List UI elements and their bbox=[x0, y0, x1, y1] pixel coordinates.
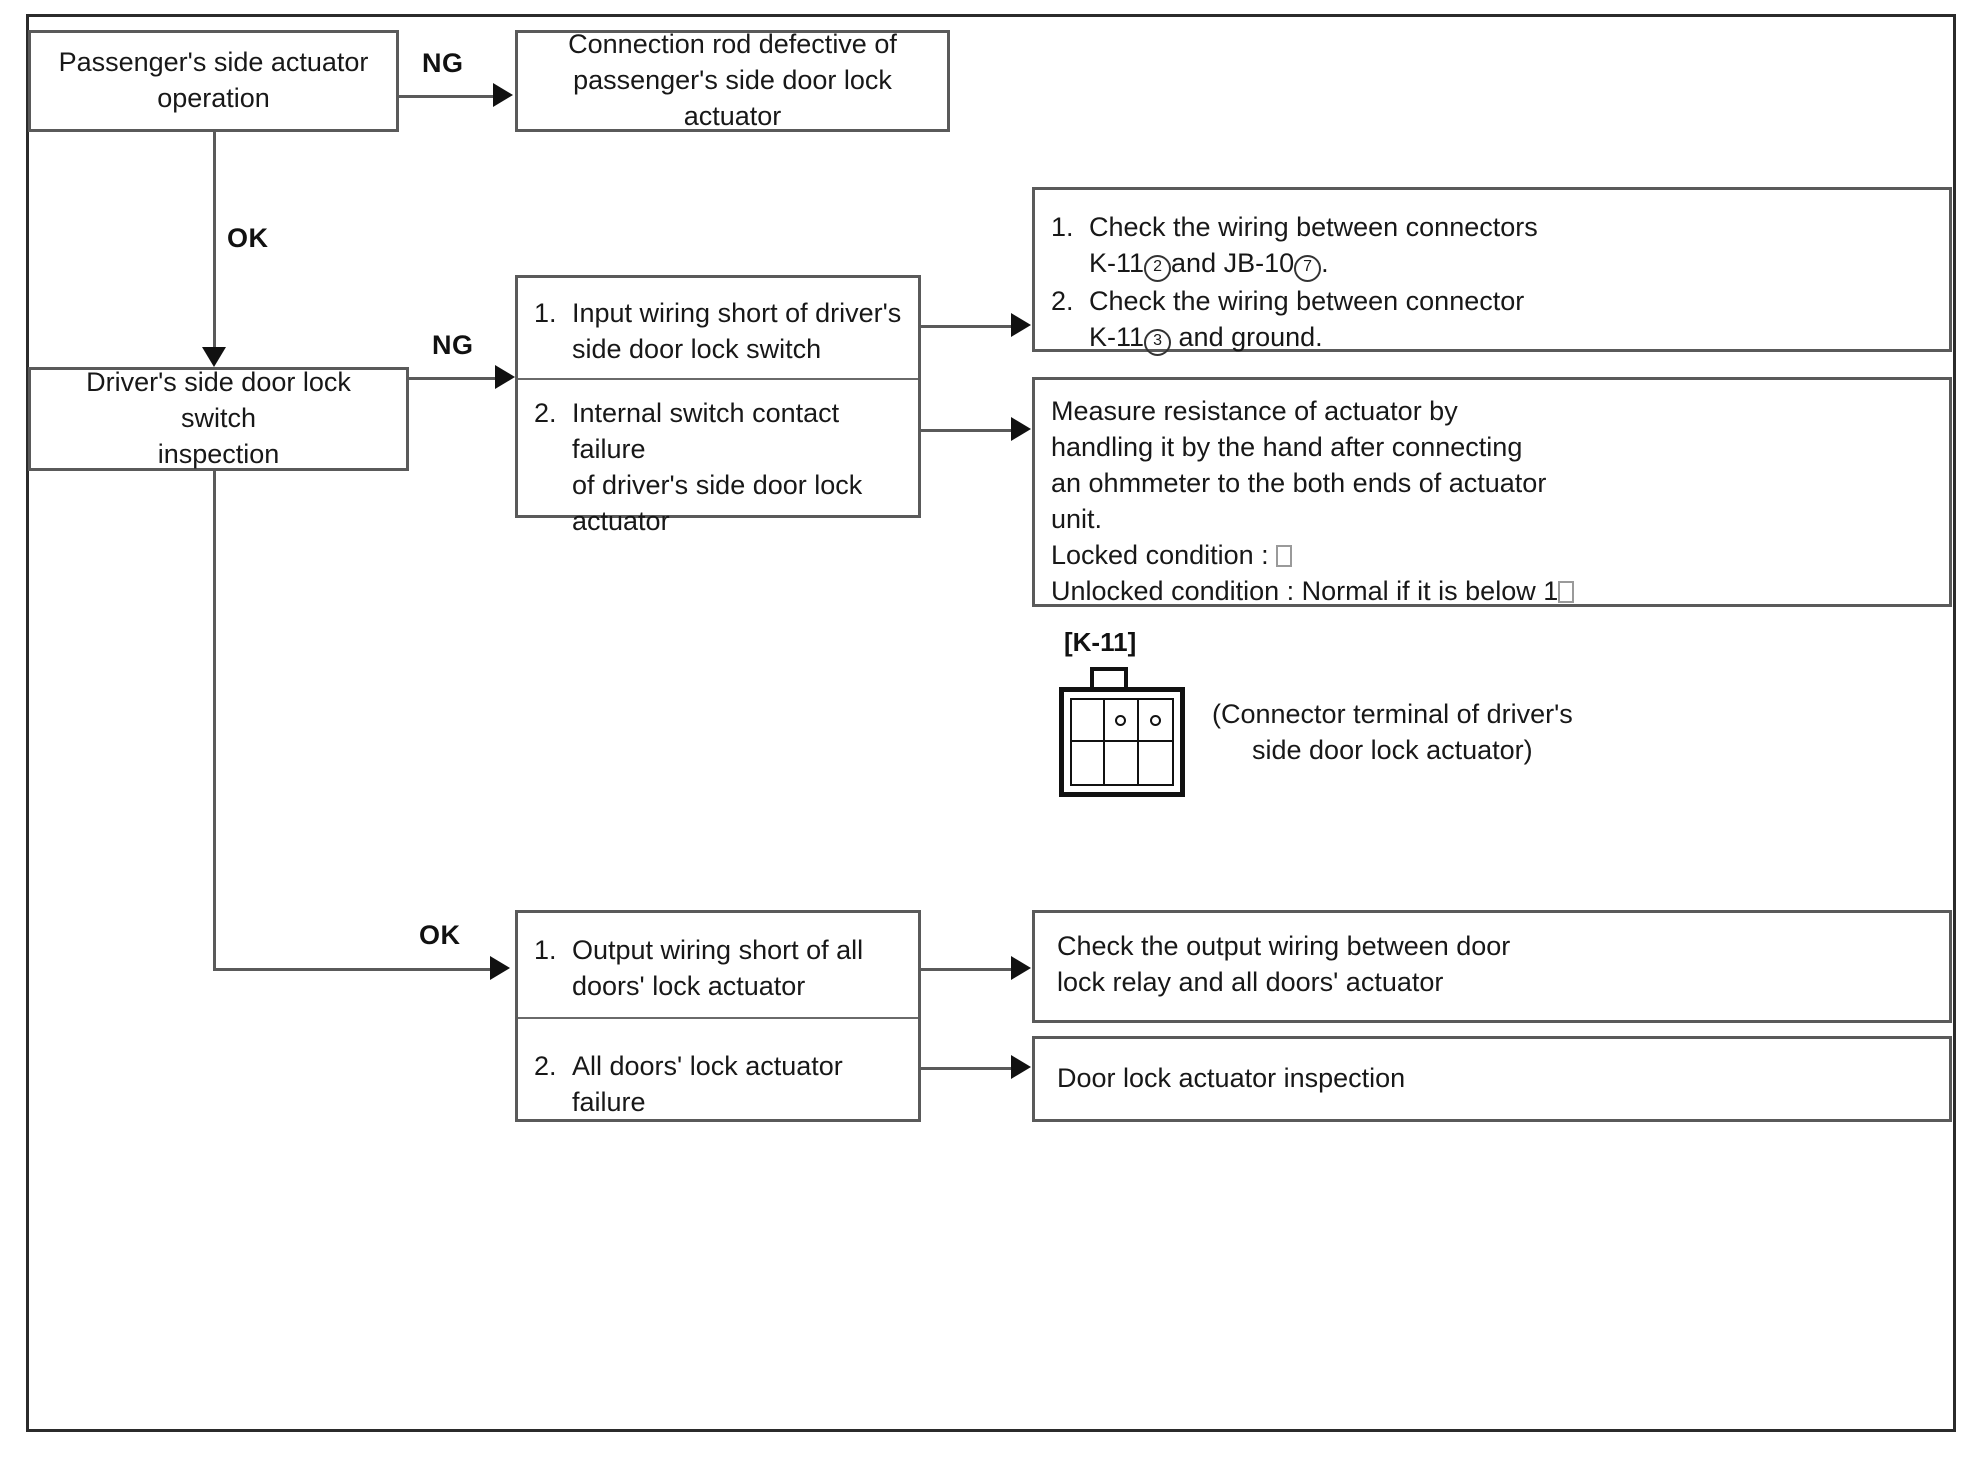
connector-pictogram: [K-11] (Connector terminal of driver's s… bbox=[1032, 627, 1932, 797]
connector-cell-r0c1 bbox=[1105, 700, 1139, 742]
edge-label-driver-ok: OK bbox=[419, 920, 461, 950]
ok-cause-2-line1: All doors' lock actuator failure bbox=[572, 1051, 843, 1117]
edge-driver-to-ng-causes bbox=[409, 377, 503, 380]
check-wiring-2-line1: Check the wiring between connector bbox=[1089, 285, 1525, 316]
circled-number-7: 7 bbox=[1294, 254, 1322, 282]
ng-cause-2-line3: actuator bbox=[572, 505, 670, 536]
driver-switch-line1: Driver's side door lock switch bbox=[86, 367, 351, 434]
ok-cause-2-number: 2. bbox=[534, 1051, 557, 1081]
connector-tag-k11: [K-11] bbox=[1064, 627, 1137, 657]
ok-cause-1-line1: Output wiring short of all bbox=[572, 935, 864, 965]
ohm-glyph-missing-icon-2 bbox=[1558, 580, 1575, 603]
node-connection-rod-defective: Connection rod defective of passenger's … bbox=[515, 29, 950, 132]
connector-caption-line2: side door lock actuator) bbox=[1252, 734, 1533, 765]
ng-cause-1-number: 1. bbox=[534, 298, 557, 328]
ohm-glyph-missing-icon bbox=[1276, 544, 1293, 567]
ng-cause-2-line2: of driver's side door lock bbox=[572, 469, 863, 500]
arrowhead-passenger-ok bbox=[202, 347, 226, 367]
measure-line3: an ohmmeter to the both ends of actuator bbox=[1051, 467, 1547, 498]
connector-cell-r1c0 bbox=[1072, 742, 1106, 784]
node-ok-causes: 1. Output wiring short of all doors' loc… bbox=[515, 910, 921, 1122]
ok-cause-item-1: 1. Output wiring short of all doors' loc… bbox=[518, 913, 918, 1019]
arrowhead-ok-cause1 bbox=[1011, 956, 1031, 980]
node-passenger-actuator-operation: Passenger's side actuator operation bbox=[28, 30, 399, 132]
passenger-actuator-line2: operation bbox=[157, 83, 270, 113]
check-output-line2: lock relay and all doors' actuator bbox=[1057, 966, 1444, 997]
connector-cell-r0c0 bbox=[1072, 700, 1106, 742]
check-wiring-2-number: 2. bbox=[1051, 285, 1074, 316]
measure-line4: unit. bbox=[1051, 503, 1103, 534]
passenger-actuator-line1: Passenger's side actuator bbox=[58, 47, 369, 78]
ng-cause-2-line1: Internal switch contact failure bbox=[572, 398, 840, 464]
connector-pin-dot-2 bbox=[1149, 714, 1161, 726]
node-ng-causes: 1. Input wiring short of driver's side d… bbox=[515, 275, 921, 536]
node-check-output-wiring: Check the output wiring between door loc… bbox=[1032, 910, 1952, 1023]
connector-caption: (Connector terminal of driver's side doo… bbox=[1212, 697, 1573, 769]
edge-ok-cause1-to-check-output bbox=[920, 968, 1018, 971]
ng-cause-1-line1: Input wiring short of driver's bbox=[572, 298, 902, 328]
connection-rod-line2: passenger's side door lock actuator bbox=[573, 65, 892, 131]
node-door-lock-actuator-inspection: Door lock actuator inspection bbox=[1032, 1036, 1952, 1122]
ok-cause-item-2: 2. All doors' lock actuator failure bbox=[518, 1019, 918, 1123]
node-check-wiring: 1. Check the wiring between connectors K… bbox=[1032, 187, 1952, 356]
edge-driver-ok-vertical bbox=[213, 470, 216, 970]
circled-number-3: 3 bbox=[1144, 328, 1172, 356]
node-measure-resistance: Measure resistance of actuator by handli… bbox=[1032, 377, 1952, 607]
edge-label-passenger-ok: OK bbox=[227, 223, 269, 253]
check-wiring-1-number: 1. bbox=[1051, 212, 1074, 242]
edge-driver-ok-horizontal bbox=[213, 968, 498, 971]
edge-cause1-to-check-wiring bbox=[920, 325, 1018, 328]
ng-cause-1-line2: side door lock switch bbox=[572, 333, 822, 364]
arrowhead-ok-cause2 bbox=[1011, 1055, 1031, 1079]
ng-cause-2-number: 2. bbox=[534, 398, 557, 428]
check-wiring-1-line1: Check the wiring between connectors bbox=[1089, 212, 1538, 242]
connector-pin-grid bbox=[1070, 698, 1174, 786]
ok-cause-1-line2: doors' lock actuator bbox=[572, 970, 806, 1001]
ok-cause-1-number: 1. bbox=[534, 935, 557, 965]
connector-housing bbox=[1059, 687, 1185, 797]
edge-passenger-to-connection-rod bbox=[399, 95, 501, 98]
edge-label-driver-ng: NG bbox=[432, 330, 474, 360]
arrowhead-driver-ok bbox=[490, 956, 510, 980]
connector-pin-dot-1 bbox=[1115, 714, 1127, 726]
ng-cause-item-1: 1. Input wiring short of driver's side d… bbox=[518, 278, 918, 380]
driver-switch-line2: inspection bbox=[157, 438, 280, 469]
connector-caption-line1: (Connector terminal of driver's bbox=[1212, 699, 1573, 729]
circled-number-2: 2 bbox=[1144, 254, 1172, 282]
measure-line1: Measure resistance of actuator by bbox=[1051, 396, 1458, 426]
connector-latch-tab bbox=[1090, 667, 1128, 689]
node-driver-switch-inspection: Driver's side door lock switch inspectio… bbox=[28, 367, 409, 471]
arrowhead-driver-ng bbox=[495, 365, 515, 389]
arrowhead-passenger-ng bbox=[493, 83, 513, 107]
arrowhead-cause1-check-wiring bbox=[1011, 313, 1031, 337]
check-output-line1: Check the output wiring between door bbox=[1057, 931, 1511, 961]
connector-cell-r1c2 bbox=[1139, 742, 1172, 784]
measure-locked-condition: Locked condition : bbox=[1051, 538, 1933, 574]
edge-label-passenger-ng: NG bbox=[422, 48, 464, 78]
connection-rod-line1: Connection rod defective of bbox=[568, 29, 897, 60]
measure-unlocked-condition: Unlocked condition : Normal if it is bel… bbox=[1051, 574, 1933, 610]
edge-cause2-to-measure-resistance bbox=[920, 429, 1018, 432]
arrowhead-cause2-measure bbox=[1011, 417, 1031, 441]
edge-passenger-ok-vertical bbox=[213, 131, 216, 353]
door-lock-inspection-line1: Door lock actuator inspection bbox=[1057, 1063, 1406, 1094]
edge-ok-cause2-to-door-lock-inspection bbox=[920, 1067, 1018, 1070]
connector-cell-r0c2 bbox=[1138, 700, 1172, 742]
figure-frame: Passenger's side actuator operation NG C… bbox=[26, 14, 1956, 1432]
measure-line2: handling it by the hand after connecting bbox=[1051, 431, 1523, 462]
ng-cause-item-2: 2. Internal switch contact failure of dr… bbox=[518, 380, 918, 536]
connector-cell-r1c1 bbox=[1105, 742, 1139, 784]
